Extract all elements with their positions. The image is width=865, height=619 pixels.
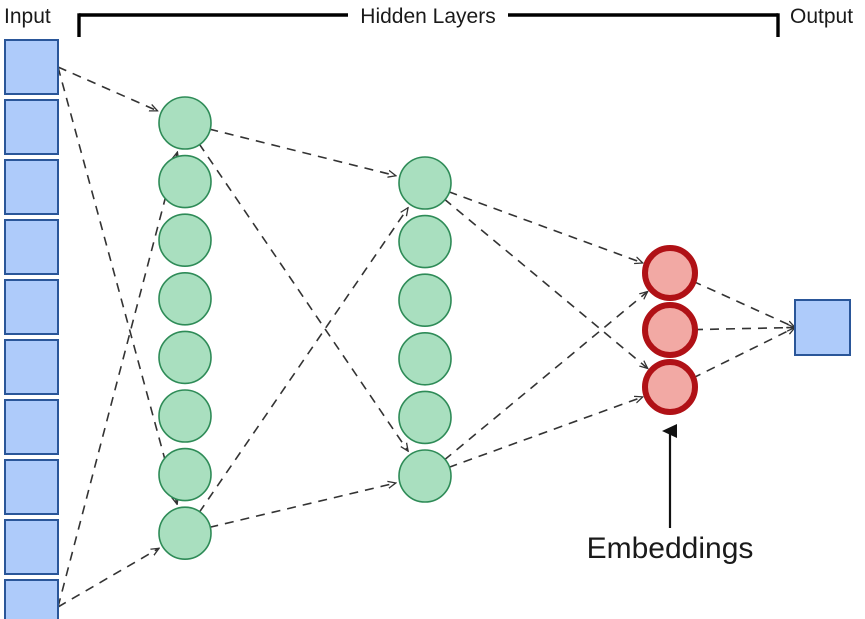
- hidden-layer-2: [398, 156, 452, 503]
- embedding-node-embedding-layer-3: [642, 359, 698, 415]
- input-node-3: [4, 159, 59, 215]
- connection-edge: [198, 143, 408, 452]
- input-layer: [4, 39, 59, 619]
- hidden-node-hidden-layer-1-8: [158, 506, 212, 561]
- label-embeddings: Embeddings: [587, 532, 754, 565]
- hidden-node-hidden-layer-1-2: [158, 154, 212, 209]
- connection-edge: [57, 152, 177, 608]
- input-node-10: [4, 579, 59, 619]
- hidden-node-hidden-layer-1-1: [158, 96, 212, 150]
- connection-edge: [448, 397, 642, 469]
- output-layer: [794, 299, 851, 356]
- input-node-9: [4, 519, 59, 575]
- input-node-4: [4, 219, 59, 275]
- label-output: Output: [790, 5, 853, 28]
- input-node-6: [4, 339, 59, 395]
- connection-edge: [443, 198, 648, 368]
- connection-edge: [209, 483, 395, 529]
- hidden-node-hidden-layer-1-7: [158, 447, 212, 502]
- connection-edge: [443, 292, 647, 461]
- input-node-1: [4, 39, 59, 95]
- hidden-layer-1: [158, 96, 212, 561]
- hidden-node-hidden-layer-2-5: [398, 390, 452, 445]
- connection-edge: [692, 280, 795, 329]
- hidden-node-hidden-layer-1-3: [158, 213, 212, 267]
- connection-edge: [209, 128, 396, 176]
- connection-edge: [692, 328, 795, 379]
- input-node-7: [4, 399, 59, 455]
- hidden-node-hidden-layer-2-3: [398, 273, 452, 328]
- hidden-node-hidden-layer-2-1: [398, 156, 452, 210]
- output-node-1: [794, 299, 851, 356]
- connection-edges: [57, 66, 795, 608]
- connection-edge: [57, 548, 159, 608]
- label-hidden-layers: Hidden Layers: [360, 5, 495, 28]
- layer-nodes: [4, 39, 851, 619]
- hidden-layers-bracket: [77, 13, 780, 37]
- hidden-node-hidden-layer-1-6: [158, 389, 212, 443]
- hidden-node-hidden-layer-2-2: [398, 214, 452, 269]
- hidden-node-hidden-layer-2-6: [398, 449, 452, 503]
- connection-edge: [693, 328, 795, 330]
- connection-edge: [198, 208, 408, 514]
- hidden-node-hidden-layer-2-4: [398, 331, 452, 386]
- embedding-node-embedding-layer-1: [642, 245, 698, 301]
- input-node-2: [4, 99, 59, 155]
- hidden-node-hidden-layer-1-4: [158, 271, 212, 326]
- hidden-node-hidden-layer-1-5: [158, 330, 212, 385]
- input-node-5: [4, 279, 59, 335]
- input-node-8: [4, 459, 59, 515]
- connection-edge: [57, 66, 158, 112]
- connection-edge: [57, 66, 177, 504]
- label-input: Input: [4, 5, 51, 28]
- embedding-node-embedding-layer-2: [642, 302, 698, 358]
- connection-edge: [448, 190, 642, 263]
- embedding-layer: [642, 245, 698, 415]
